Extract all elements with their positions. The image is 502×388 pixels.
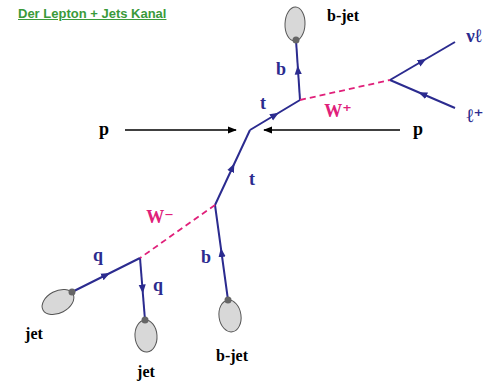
b-quark-line	[296, 40, 300, 100]
particle-label: b	[201, 248, 211, 268]
particle-label: t	[260, 94, 266, 114]
jet-label: jet	[137, 363, 155, 381]
lepton-line	[390, 80, 455, 108]
neutrino-line	[390, 42, 455, 80]
jet-label: jet	[25, 325, 43, 343]
particle-label: b	[276, 60, 286, 80]
particle-label: W⁻	[146, 208, 174, 228]
particle-label: q	[153, 276, 163, 296]
proton-label: p	[99, 120, 109, 140]
proton-beam	[264, 129, 400, 130]
antitop-line	[215, 130, 250, 205]
w-boson-line	[300, 80, 390, 100]
jet-cone	[134, 319, 158, 352]
particle-label: t	[249, 170, 255, 190]
jet-label: b-jet	[216, 347, 248, 365]
particle-label: ℓ⁺	[466, 106, 483, 127]
quark-line	[140, 258, 145, 320]
particle-label: W⁺	[324, 102, 352, 122]
jet-vertex	[142, 317, 149, 324]
jet-vertex	[225, 297, 232, 304]
particle-label: q	[93, 246, 103, 266]
particle-label: νℓ	[466, 26, 482, 47]
proton-beam	[125, 129, 236, 130]
jet-vertex	[293, 37, 300, 44]
jet-vertex	[69, 289, 76, 296]
jet-cone	[38, 284, 78, 319]
top-quark-line	[250, 100, 300, 130]
jet-cone	[217, 299, 243, 334]
diagram-title: Der Lepton + Jets Kanal	[18, 6, 166, 21]
jet-cone	[284, 7, 305, 42]
quark-line	[72, 258, 140, 292]
jet-label: b-jet	[327, 7, 359, 25]
proton-label: p	[413, 120, 423, 140]
b-quark-line	[215, 205, 228, 300]
